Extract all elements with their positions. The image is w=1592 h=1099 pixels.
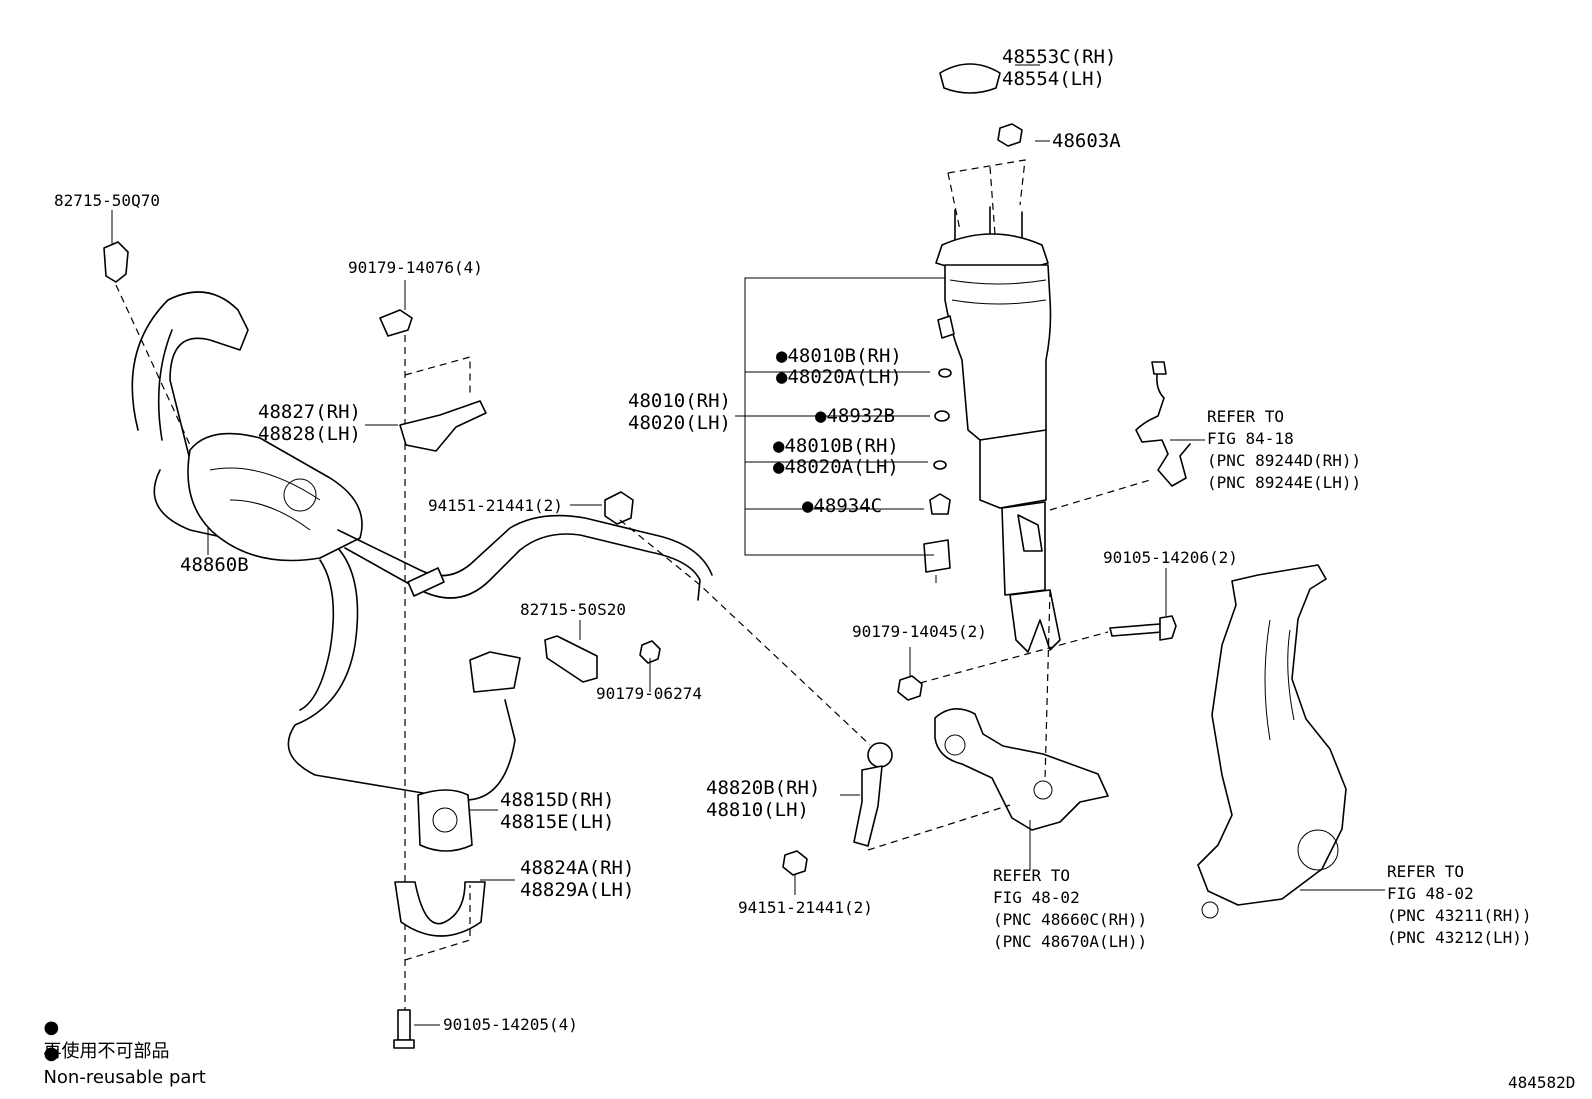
wire-harness-48860b [131, 291, 521, 801]
knuckle-bolt [897, 568, 1177, 701]
refer-top-2: FIG 84-18 [1207, 429, 1294, 448]
figure-id: 484582D [1508, 1073, 1576, 1092]
stabilizer-link [782, 742, 893, 895]
refer-mid-3: (PNC 48660C(RH)) [993, 910, 1148, 929]
label-48010: 48010(RH) [628, 390, 731, 412]
strut-leaders [735, 64, 1050, 556]
label-48554: 48554(LH) [1002, 68, 1105, 90]
label-90179-06274: 90179-06274 [596, 684, 702, 703]
label-90105-14206: 90105-14206(2) [1103, 548, 1238, 567]
label-48010b-2: ●48010B(RH) [773, 435, 899, 457]
refer-top-3: (PNC 89244D(RH)) [1207, 451, 1362, 470]
refer-top-4: (PNC 89244E(LH)) [1207, 473, 1362, 492]
legend-text-1: 再使用不可部品 [43, 1041, 170, 1062]
steering-knuckle [1197, 564, 1385, 919]
refer-right-3: (PNC 43211(RH)) [1387, 906, 1532, 925]
strut-small-parts [923, 368, 952, 583]
bracket-82715-50s20 [544, 620, 661, 692]
refer-mid-4: (PNC 48670A(LH)) [993, 932, 1148, 951]
refer-right-2: FIG 48-02 [1387, 884, 1474, 903]
label-82715-50q70: 82715-50Q70 [54, 191, 160, 210]
label-90179-14045: 90179-14045(2) [852, 622, 987, 641]
label-48934c: ●48934C [802, 495, 883, 517]
label-48810: 48810(LH) [706, 799, 809, 821]
refer-right-1: REFER TO [1387, 862, 1465, 881]
label-48860b: 48860B [180, 554, 249, 576]
label-94151-21441-bot: 94151-21441(2) [738, 898, 873, 917]
label-90105-14205: 90105-14205(4) [443, 1015, 578, 1034]
label-48020a-2: ●48020A(LH) [773, 456, 899, 478]
lower-arm [867, 589, 1109, 870]
label-48828: 48828(LH) [258, 423, 361, 445]
label-94151-21441-top: 94151-21441(2) [428, 496, 563, 515]
stabilizer-bar [337, 514, 713, 601]
label-82715-50s20: 82715-50S20 [520, 600, 626, 619]
label-48932b: ●48932B [815, 405, 896, 427]
legend-bullet-1: ● [43, 1017, 60, 1038]
bushing-48815 [417, 789, 498, 852]
legend-bullet-2: ● [43, 1043, 60, 1064]
label-48824a: 48824A(RH) [520, 857, 635, 879]
height-sensor [1049, 361, 1205, 511]
refer-top-1: REFER TO [1207, 407, 1285, 426]
air-spring-strut [935, 63, 1061, 653]
label-48815e: 48815E(LH) [500, 811, 615, 833]
bushing-94151-top [570, 491, 871, 746]
label-48020a-1: ●48020A(LH) [776, 366, 902, 388]
legend-text-2: Non-reusable part [43, 1067, 206, 1088]
refer-right-4: (PNC 43212(LH)) [1387, 928, 1532, 947]
bracket-82715-50q70 [103, 210, 191, 446]
label-48815d: 48815D(RH) [500, 789, 615, 811]
label-48010b-1: ●48010B(RH) [776, 345, 902, 367]
label-48603a: 48603A [1052, 130, 1121, 152]
stabilizer-actuator [187, 432, 363, 562]
label-48020: 48020(LH) [628, 412, 731, 434]
refer-mid-2: FIG 48-02 [993, 888, 1080, 907]
label-48829a: 48829A(LH) [520, 879, 635, 901]
label-90179-14076: 90179-14076(4) [348, 258, 483, 277]
bracket-48824a [394, 879, 515, 961]
refer-mid-1: REFER TO [993, 866, 1071, 885]
nut-48603a [997, 123, 1023, 147]
bracket-48827 [365, 280, 487, 1010]
label-48827: 48827(RH) [258, 401, 361, 423]
label-48820b: 48820B(RH) [706, 777, 821, 799]
legend-line-2: ● Non-reusable part [32, 1018, 206, 1090]
bolt-90105-14205 [393, 1009, 440, 1049]
legend-line-1: ● 再使用不可部品 [32, 992, 169, 1064]
cap-48553c [939, 63, 1001, 94]
label-48553c: 48553C(RH) [1002, 46, 1117, 68]
